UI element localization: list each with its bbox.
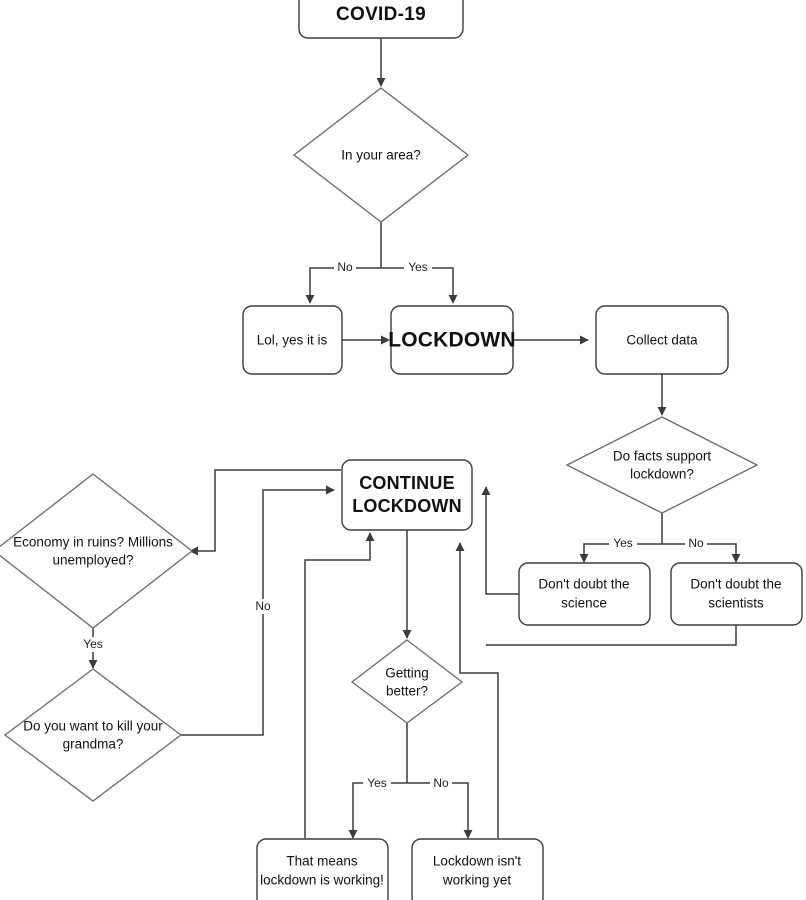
- edge-better-yes: [348, 782, 407, 839]
- edge-label-area-yes: Yes: [404, 260, 432, 275]
- edge-label-economy-yes-text: Yes: [83, 637, 103, 651]
- node-dont-doubt-the-scientists-line1: Don't doubt the: [690, 577, 781, 592]
- node-in-your-area: In your area?: [292, 87, 470, 223]
- edge-notworking-loop: [455, 542, 499, 838]
- node-economy-in-ruins: Economy in ruins? Millions unemployed?: [0, 473, 194, 629]
- node-that-means-lockdown-is-working: That means lockdown is working!: [256, 838, 389, 900]
- edge-label-economy-yes: Yes: [79, 637, 107, 652]
- edge-working-loop: [304, 532, 375, 838]
- node-lockdown-isnt-working-yet-line2: working yet: [442, 873, 512, 888]
- edge-label-area-no-text: No: [337, 260, 353, 274]
- node-economy-in-ruins-line2: unemployed?: [52, 553, 133, 568]
- node-covid: COVID-19: [298, 0, 464, 39]
- node-continue-lockdown: CONTINUE LOCKDOWN: [341, 459, 473, 531]
- node-dont-doubt-the-scientists-line2: scientists: [708, 596, 764, 611]
- node-continue-lockdown-line1: CONTINUE: [359, 473, 455, 493]
- edge-label-facts-no-text: No: [688, 536, 704, 550]
- node-collect-data-label: Collect data: [626, 333, 698, 348]
- node-in-your-area-label: In your area?: [341, 148, 421, 163]
- node-do-facts-support-lockdown-line2: lockdown?: [630, 467, 694, 482]
- node-lockdown-label: LOCKDOWN: [388, 329, 516, 352]
- node-lockdown: LOCKDOWN: [388, 305, 516, 375]
- node-collect-data: Collect data: [595, 305, 729, 375]
- edge-better-no: [407, 782, 473, 839]
- node-do-facts-support-lockdown-line1: Do facts support: [613, 449, 712, 464]
- node-lol-yes-it-is-label: Lol, yes it is: [257, 333, 328, 348]
- node-covid-label: COVID-19: [336, 4, 426, 25]
- edge-science-to-continue: [481, 486, 519, 595]
- edge-continue-to-economy: [189, 469, 341, 556]
- edge-label-grandma-no-text: No: [255, 599, 271, 613]
- node-lockdown-isnt-working-yet: Lockdown isn't working yet: [411, 838, 544, 900]
- edge-label-area-no: No: [334, 260, 356, 275]
- node-lockdown-isnt-working-yet-line1: Lockdown isn't: [433, 854, 521, 869]
- node-do-facts-support-lockdown: Do facts support lockdown?: [565, 416, 759, 514]
- edge-label-better-no: No: [430, 776, 452, 791]
- node-kill-your-grandma-line1: Do you want to kill your: [23, 719, 163, 734]
- node-getting-better-line2: better?: [386, 684, 428, 699]
- node-dont-doubt-the-science-line1: Don't doubt the: [538, 577, 629, 592]
- edge-label-better-no-text: No: [433, 776, 449, 790]
- edge-label-better-yes-text: Yes: [367, 776, 387, 790]
- node-economy-in-ruins-line1: Economy in ruins? Millions: [13, 535, 173, 550]
- node-dont-doubt-the-science: Don't doubt the science: [518, 562, 651, 626]
- node-that-means-lockdown-is-working-line1: That means: [286, 854, 358, 869]
- edge-label-facts-yes-text: Yes: [613, 536, 633, 550]
- edge-label-area-yes-text: Yes: [408, 260, 428, 274]
- edge-label-better-yes: Yes: [363, 776, 391, 791]
- edge-label-facts-no: No: [685, 536, 707, 551]
- node-that-means-lockdown-is-working-line2: lockdown is working!: [260, 873, 384, 888]
- node-dont-doubt-the-science-line2: science: [561, 596, 607, 611]
- node-dont-doubt-the-scientists: Don't doubt the scientists: [670, 562, 803, 626]
- node-lol-yes-it-is: Lol, yes it is: [242, 305, 343, 375]
- node-getting-better: Getting better?: [350, 639, 464, 724]
- node-continue-lockdown-line2: LOCKDOWN: [352, 496, 462, 516]
- edge-label-grandma-no: No: [252, 599, 274, 614]
- edge-scientists-to-continue: [486, 625, 737, 646]
- edge-label-facts-yes: Yes: [609, 536, 637, 551]
- node-kill-your-grandma-line2: grandma?: [63, 737, 124, 752]
- node-getting-better-line1: Getting: [385, 666, 429, 681]
- edge-area-split-left: [305, 267, 381, 304]
- node-kill-your-grandma: Do you want to kill your grandma?: [3, 668, 183, 802]
